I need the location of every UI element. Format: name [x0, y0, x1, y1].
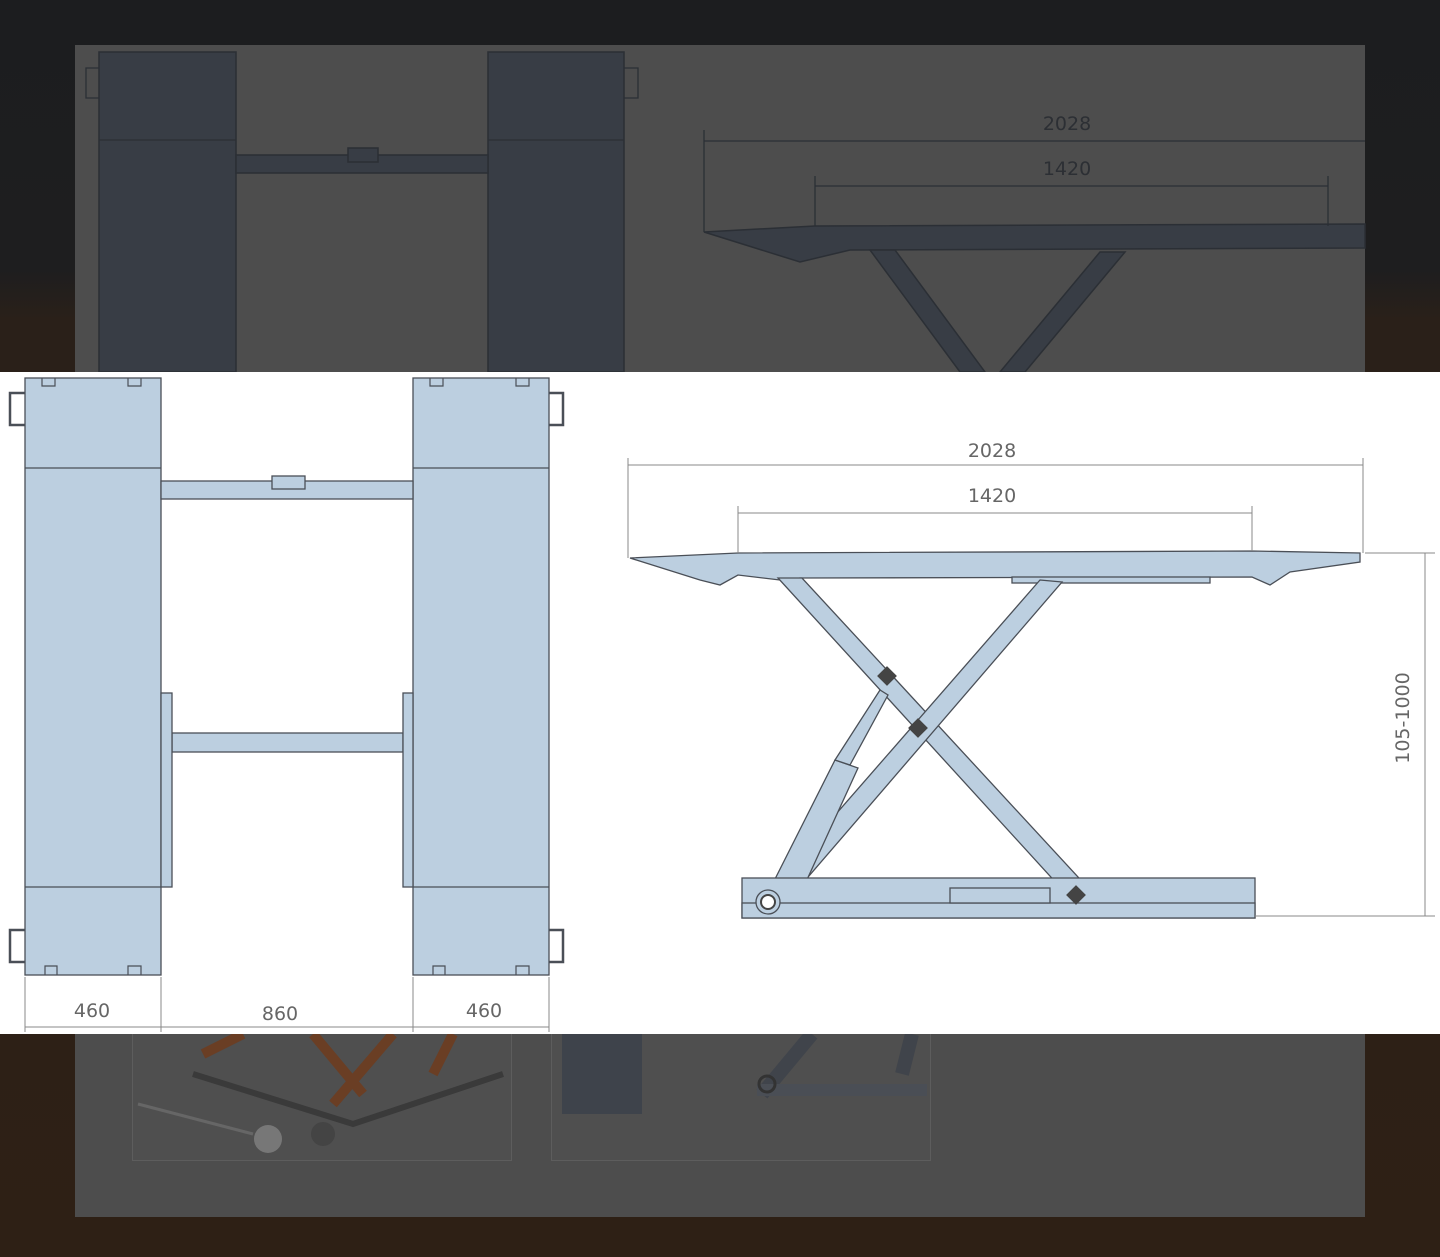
- background-thumbnail-drawing[interactable]: [551, 1034, 931, 1161]
- bg-scissor-arm: [868, 249, 986, 372]
- bg-platform: [703, 223, 1366, 263]
- crossbar-tab: [271, 475, 306, 490]
- cylinder-rod: [834, 689, 889, 766]
- bg-scissor-arm: [999, 251, 1127, 372]
- left-side-plate: [160, 692, 173, 888]
- platform: [629, 550, 1361, 586]
- base-rail: [741, 902, 1256, 919]
- dimension-lines: [24, 458, 1435, 1032]
- background-thumbnail-3d-lift[interactable]: [132, 1034, 512, 1161]
- bg-dim-label-2028: 2028: [1043, 113, 1091, 135]
- lift-technical-drawing: 460 860 460 2028 1420 105-1000: [8, 377, 1435, 1032]
- background-drawing-dimmed: 2028 1420: [85, 51, 1366, 372]
- bg-dim-label-1420: 1420: [1043, 158, 1091, 180]
- lower-crossbar: [171, 732, 404, 753]
- dim-label-platform-length: 1420: [968, 485, 1016, 507]
- bg-crossbar-tab: [347, 147, 379, 163]
- right-side-plate: [402, 692, 414, 888]
- bg-right-column: [487, 51, 625, 372]
- bg-left-column: [98, 51, 237, 372]
- left-runway: [24, 377, 162, 976]
- handles: [8, 391, 565, 964]
- lightbox-image: 460 860 460 2028 1420 105-1000: [0, 372, 1440, 1034]
- dim-label-overall-length: 2028: [968, 440, 1016, 462]
- platform-underplate: [1011, 576, 1211, 584]
- right-runway: [412, 377, 550, 976]
- base-slider: [949, 887, 1051, 904]
- dim-label-height-range: 105-1000: [1392, 672, 1414, 763]
- dim-label-gap-width: 860: [262, 1003, 298, 1025]
- dim-label-right-width: 460: [466, 1000, 502, 1022]
- dim-label-left-width: 460: [74, 1000, 110, 1022]
